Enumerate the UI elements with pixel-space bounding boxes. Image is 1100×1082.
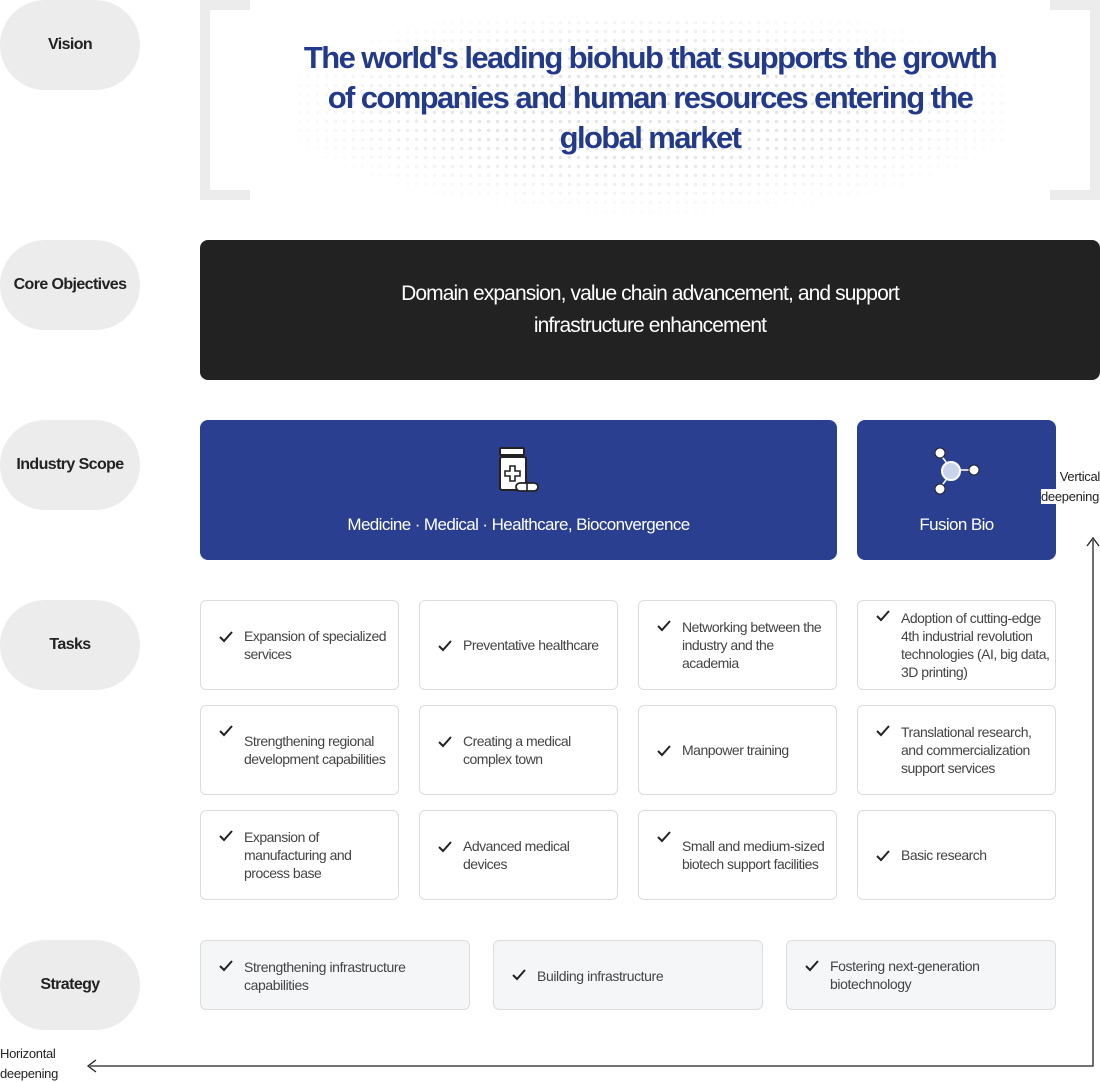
check-icon xyxy=(219,631,233,643)
task-card: Translational research, and commercializ… xyxy=(857,705,1056,795)
task-card: Strengthening regional development capab… xyxy=(200,705,399,795)
world-map-background xyxy=(295,18,1005,218)
row-label-tasks: Tasks xyxy=(0,600,140,690)
industry-scope-main-label: Medicine · Medical · Healthcare, Bioconv… xyxy=(347,515,690,534)
task-text: Strengthening regional development capab… xyxy=(244,733,386,767)
molecule-icon xyxy=(934,447,980,495)
check-icon xyxy=(438,736,452,748)
strategy-card: Fostering next-generation biotechnology xyxy=(786,940,1056,1010)
task-card: Creating a medical complex town xyxy=(419,705,618,795)
task-card: Expansion of manufacturing and process b… xyxy=(200,810,399,900)
check-icon xyxy=(219,830,233,842)
row-label-industry-scope: Industry Scope xyxy=(0,420,140,510)
task-text: Manpower training xyxy=(682,742,789,758)
core-objective-text: Domain expansion, value chain advancemen… xyxy=(401,282,900,337)
industry-scope-main-card: Medicine · Medical · Healthcare, Bioconv… xyxy=(200,420,837,560)
task-text: Adoption of cutting-edge 4th industrial … xyxy=(901,610,1050,680)
check-icon xyxy=(657,620,671,632)
task-card: Basic research xyxy=(857,810,1056,900)
task-text: Preventative healthcare xyxy=(463,637,599,653)
medicine-bottle-icon xyxy=(499,447,539,492)
check-icon xyxy=(219,960,233,972)
strategy-card: Building infrastructure xyxy=(493,940,763,1010)
check-icon xyxy=(219,725,233,737)
strategy-text: Fostering next-generation biotechnology xyxy=(830,958,980,992)
row-label-core-objectives: Core Objectives xyxy=(0,240,140,330)
industry-scope-fusion-label: Fusion Bio xyxy=(919,515,994,534)
task-card: Networking between the industry and the … xyxy=(638,600,837,690)
task-text: Creating a medical complex town xyxy=(463,733,571,767)
task-card: Manpower training xyxy=(638,705,837,795)
task-text: Networking between the industry and the … xyxy=(682,619,822,671)
vision-statement: The world's leading biohub that supports… xyxy=(303,40,998,155)
check-icon xyxy=(512,969,526,981)
task-card: Preventative healthcare xyxy=(419,600,618,690)
horizontal-deepening-label: Horizontal deepening xyxy=(0,1046,59,1081)
check-icon xyxy=(805,960,819,972)
task-text: Translational research, and commercializ… xyxy=(901,724,1032,776)
vision-panel: The world's leading biohub that supports… xyxy=(200,0,1100,218)
check-icon xyxy=(657,831,671,843)
task-text: Expansion of specialized services xyxy=(244,628,387,662)
check-icon xyxy=(657,745,671,757)
strategy-card: Strengthening infrastructure capabilitie… xyxy=(200,940,470,1010)
task-text: Expansion of manufacturing and process b… xyxy=(244,829,352,881)
task-card: Adoption of cutting-edge 4th industrial … xyxy=(857,600,1056,690)
row-label-strategy: Strategy xyxy=(0,940,140,1030)
strategy-text: Building infrastructure xyxy=(537,968,664,984)
strategy-text: Strengthening infrastructure capabilitie… xyxy=(244,959,406,993)
task-card: Advanced medical devices xyxy=(419,810,618,900)
vertical-deepening-label: Vertical deepening xyxy=(1040,469,1100,504)
industry-scope-fusion-card: Fusion Bio xyxy=(857,420,1056,560)
core-objective-panel: Domain expansion, value chain advancemen… xyxy=(200,240,1100,380)
check-icon xyxy=(876,725,890,737)
right-bracket xyxy=(1050,0,1100,200)
task-card: Small and medium-sized biotech support f… xyxy=(638,810,837,900)
task-text: Small and medium-sized biotech support f… xyxy=(682,838,825,872)
task-text: Advanced medical devices xyxy=(463,838,570,872)
row-label-vision: Vision xyxy=(0,0,140,90)
task-text: Basic research xyxy=(901,847,987,863)
task-card: Expansion of specialized services xyxy=(200,600,399,690)
check-icon xyxy=(876,850,890,862)
check-icon xyxy=(438,640,452,652)
check-icon xyxy=(438,841,452,853)
left-bracket xyxy=(200,0,250,200)
check-icon xyxy=(876,610,890,622)
